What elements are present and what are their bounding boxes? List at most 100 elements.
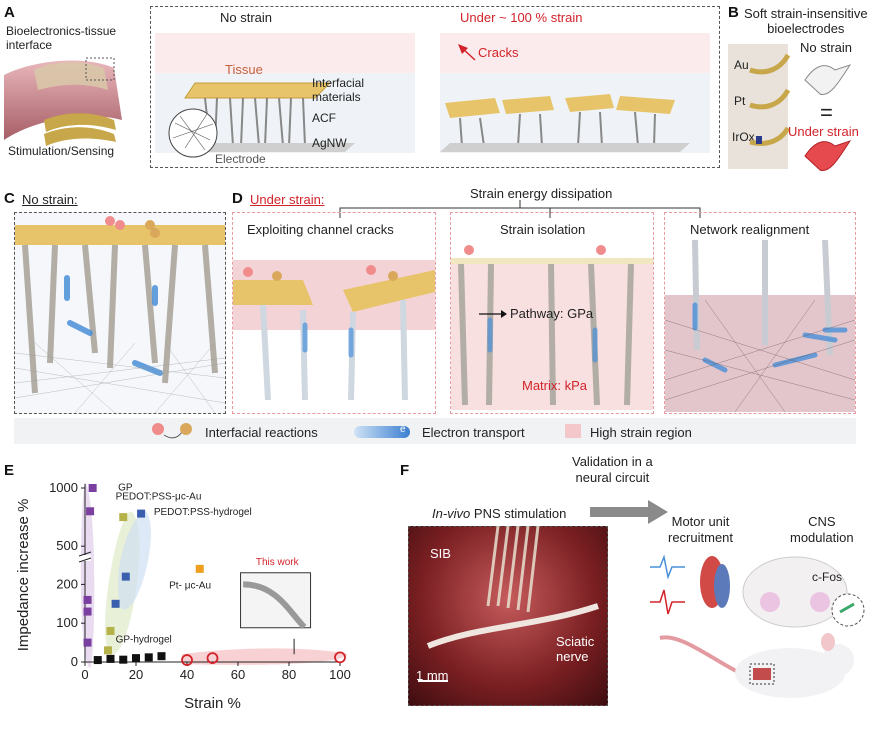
reactions-legend-icon <box>152 423 192 439</box>
sib-label: SIB <box>430 546 451 561</box>
panel-a-label: A <box>4 4 15 21</box>
x-tick-label: 0 <box>81 667 88 682</box>
x-tick-label: 80 <box>282 667 296 682</box>
network-realignment-label: Network realignment <box>690 222 810 237</box>
pt-label: Pt <box>734 94 746 108</box>
data-point <box>195 564 204 573</box>
data-point <box>106 654 115 663</box>
interfacial-materials-label: Interfacial materials <box>312 76 365 104</box>
y-tick-label: 1000 <box>49 480 78 495</box>
series-label-gp: GP <box>118 482 133 493</box>
transport-legend-label: Electron transport <box>422 425 525 440</box>
panel-c-title: No strain: <box>22 192 78 207</box>
series-label-this-work: This work <box>256 557 300 568</box>
validation-arrow <box>590 500 668 524</box>
no-strain-title: No strain <box>220 10 273 25</box>
brain-illustration <box>742 556 865 628</box>
pedot-hydrogel-band <box>117 511 151 610</box>
data-point <box>157 652 166 661</box>
network-realignment-box <box>664 212 856 414</box>
x-tick-label: 20 <box>129 667 143 682</box>
high-strain-legend-label: High strain region <box>590 425 692 440</box>
x-axis-label: Strain % <box>184 695 241 712</box>
motor-unit-illustration <box>650 554 730 615</box>
data-point <box>83 607 92 616</box>
strain-isolation-label: Strain isolation <box>500 222 586 237</box>
b-under-strain-label: Under strain <box>788 124 859 139</box>
matrix-label: Matrix: kPa <box>522 378 588 393</box>
data-point <box>93 656 102 665</box>
data-point <box>119 655 128 664</box>
sciatic-label: Sciatic nerve <box>556 634 595 664</box>
device-illustration <box>4 57 122 146</box>
channel-cracks-box <box>232 212 436 414</box>
invivo-label: In-vivo PNS stimulation <box>432 506 566 521</box>
stimulation-label: Stimulation/Sensing <box>8 144 115 158</box>
data-point <box>121 572 130 581</box>
series-label-gp-hydrogel: GP-hydrogel <box>116 635 172 646</box>
data-point <box>83 595 92 604</box>
electrode-strips <box>749 53 790 146</box>
network-realignment-illustration <box>665 240 855 412</box>
x-tick-label: 100 <box>329 667 351 682</box>
panel-b-label: B <box>728 4 739 21</box>
dissipation-bracket <box>339 200 701 218</box>
irox-label: IrOx <box>732 130 755 144</box>
surgery-photo <box>408 526 608 706</box>
cns-label: CNS modulation <box>790 514 854 545</box>
no-strain-interface <box>15 216 225 413</box>
cracks-label: Cracks <box>478 45 519 60</box>
this-work-point <box>206 652 219 665</box>
reactions-legend-label: Interfacial reactions <box>205 425 318 440</box>
data-point <box>106 626 115 635</box>
cfos-label: c-Fos <box>812 570 842 584</box>
panel-d-title: Under strain: <box>250 192 325 207</box>
this-work-point <box>334 651 346 664</box>
transport-legend-icon <box>354 426 410 438</box>
panel-c-label: C <box>4 190 15 207</box>
b-no-strain-label: No strain <box>800 40 853 55</box>
panel-a-box <box>150 6 720 168</box>
y-tick-label: 100 <box>56 615 78 630</box>
electrode-label: Electrode <box>215 152 266 166</box>
channel-cracks-label: Exploiting channel cracks <box>247 222 394 237</box>
data-point <box>132 654 140 663</box>
acf-label: ACF <box>312 111 336 125</box>
data-point <box>103 646 112 655</box>
equals-sign: = <box>820 100 833 125</box>
y-axis-label: Impedance increase % <box>15 499 32 652</box>
data-point <box>86 507 95 516</box>
channel-cracks-illustration <box>233 260 435 401</box>
high-strain-swatch <box>565 424 581 438</box>
tissue-label: Tissue <box>225 62 263 77</box>
validation-label: Validation in a neural circuit <box>572 454 653 485</box>
strain-isolation-illustration <box>451 245 653 410</box>
sib-device <box>418 526 599 682</box>
under-strain-illustration <box>440 33 710 153</box>
electron-symbol: e <box>400 424 406 435</box>
series-label-pt: Pt- μc-Au <box>169 580 211 591</box>
panel-f-label: F <box>400 462 410 479</box>
motor-unit-label: Motor unit recruitment <box>668 514 734 545</box>
this-work-point <box>181 654 193 666</box>
data-point <box>137 509 146 518</box>
data-point <box>88 484 97 492</box>
scale-bar-label: 1 mm <box>416 668 449 683</box>
invivo-rest: PNS stimulation <box>470 506 567 521</box>
inset-tube <box>242 581 307 630</box>
data-point <box>83 638 92 647</box>
panel-b-title: Soft strain-insensitive bioelectrodes <box>744 6 868 36</box>
under-strain-title: Under ~ 100 % strain <box>460 10 583 25</box>
invivo-prefix: In-vivo <box>432 506 471 521</box>
series-label-pedot: PEDOT:PSS-μc-Au <box>116 492 202 503</box>
mouse-illustration <box>659 633 854 698</box>
data-point <box>144 653 153 662</box>
data-point <box>111 599 120 608</box>
interface-label: Bioelectronics-tissue interface <box>6 24 117 52</box>
cv-under-strain-icon <box>804 140 852 172</box>
y-tick-label: 500 <box>56 538 78 553</box>
au-label: Au <box>734 58 749 72</box>
this-work-band <box>181 648 348 665</box>
axis-break-mark <box>78 551 92 557</box>
